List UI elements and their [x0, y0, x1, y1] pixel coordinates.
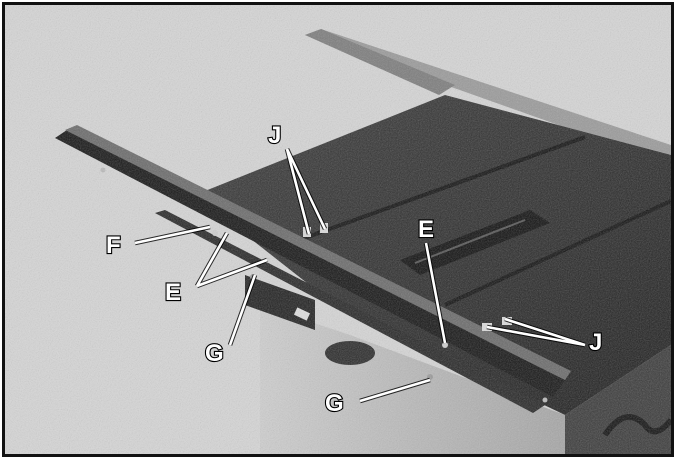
- callout-g-left: G: [205, 340, 224, 367]
- callout-g-bottom: G: [325, 390, 344, 417]
- callout-f: F: [106, 232, 121, 259]
- callout-e-right: E: [418, 216, 434, 243]
- callout-j-top: J: [268, 122, 281, 149]
- callout-j-right: J: [589, 329, 602, 356]
- leader-lines: [134, 148, 586, 404]
- callout-e-left: E: [165, 279, 181, 306]
- photo-grain: [5, 5, 671, 454]
- table-saw-rail-illustration: J F E E G J G: [5, 5, 671, 454]
